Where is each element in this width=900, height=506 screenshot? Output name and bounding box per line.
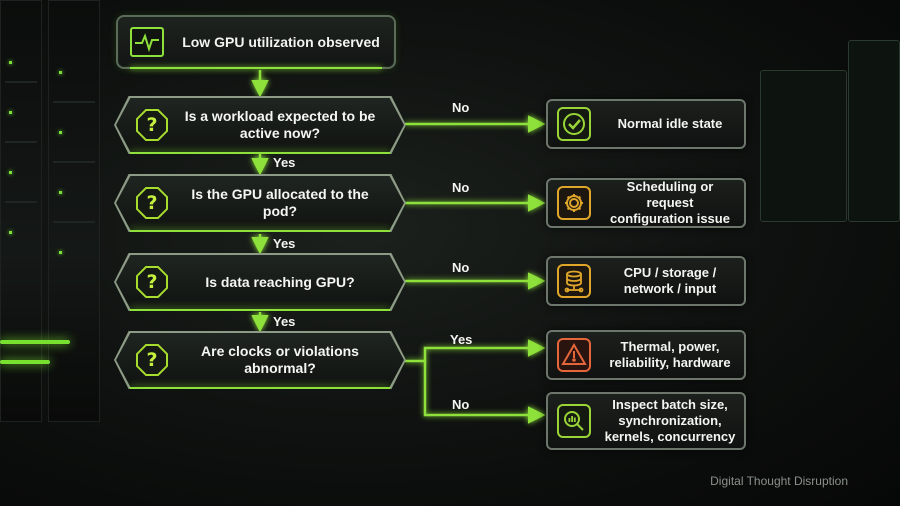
monitoring-dashboard-screen [760,70,847,222]
question-icon: ? [136,187,168,219]
decision-node-gpu-allocated: ? Is the GPU allocated to the pod? [114,174,406,232]
decision-question: Is data reaching GPU? [205,273,355,290]
edge-label-no: No [452,260,470,275]
outcome-inspect-workload: Inspect batch size, synchronization, ker… [546,392,746,450]
decision-question: Are clocks or violations abnormal? [201,343,359,376]
start-node-label: Low GPU utilization observed [182,33,380,50]
start-node: Low GPU utilization observed [116,15,396,69]
edge-label-yes: Yes [273,155,296,170]
arrow-q4-to-inspect [423,361,546,424]
outcome-label: Normal idle state [617,116,723,131]
edge-label-yes: Yes [273,314,296,329]
decision-node-clocks-abnormal: ? Are clocks or violations abnormal? [114,331,406,389]
heartbeat-monitor-icon [130,27,164,57]
start-node-accent [130,67,382,69]
edge-label-yes: Yes [450,332,473,347]
floor-glow-strip [0,340,70,344]
outcome-normal-idle: Normal idle state [546,99,746,149]
outcome-thermal-hardware: Thermal, power, reliability, hardware [546,330,746,380]
edge-label-no: No [452,100,470,115]
outcome-data-path: CPU / storage / network / input [546,256,746,306]
server-rack-left-2 [48,0,100,422]
database-icon [557,264,591,298]
gear-icon [557,186,591,220]
edge-label-no: No [452,397,470,412]
question-icon: ? [136,266,168,298]
arrow-q4-to-thermal [405,339,546,363]
outcome-label: Thermal, power, reliability, hardware [609,339,731,370]
floor-glow-strip [0,360,50,364]
question-icon: ? [136,344,168,376]
edge-label-no: No [452,180,470,195]
chart-magnifier-icon [557,404,591,438]
outcome-label: Scheduling or request configuration issu… [610,179,730,226]
edge-label-yes: Yes [273,236,296,251]
outcome-label: Inspect batch size, synchronization, ker… [604,397,736,444]
outcome-scheduling-issue: Scheduling or request configuration issu… [546,178,746,228]
checkmark-icon [557,107,591,141]
thermometer-warning-icon [557,338,591,372]
server-rack-left [0,0,42,422]
decision-question: Is a workload expected to be active now? [184,108,376,141]
decision-node-workload-expected: ? Is a workload expected to be active no… [114,96,406,154]
watermark: Digital Thought Disruption [710,474,848,488]
question-icon: ? [136,109,168,141]
decision-node-data-reaching-gpu: ? Is data reaching GPU? [114,253,406,311]
outcome-label: CPU / storage / network / input [623,265,717,296]
decision-question: Is the GPU allocated to the pod? [191,186,369,219]
